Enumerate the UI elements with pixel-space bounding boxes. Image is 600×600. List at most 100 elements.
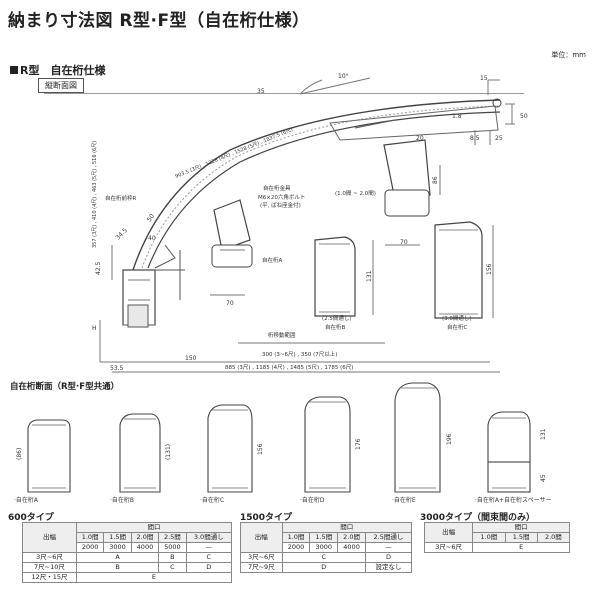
roof-frame-inner [147, 111, 501, 269]
table-mm: — [364, 542, 413, 553]
table-cell: D [185, 562, 233, 573]
total-values-label: 885 (3尺) , 1185 (4尺) , 1485 (5尺) , 1785 … [225, 364, 353, 371]
beam-c-profile [434, 221, 483, 319]
rear-beam-section [384, 189, 430, 217]
beam-spacer-dim-b: 45 [540, 474, 547, 482]
front-post [155, 250, 185, 300]
table-col: 1.5間 [504, 532, 538, 543]
dim-535-label: 53.5 [110, 365, 124, 372]
divider-line [44, 93, 524, 94]
dim-50-top-label: 50 [520, 113, 528, 120]
beam-b-label: 自在桁B [325, 323, 346, 331]
end-cap-icon [492, 98, 502, 108]
span-small-label: (1.0間 ~ 2.0間) [335, 190, 376, 197]
dim-70-lines [210, 244, 420, 296]
beam-sections: (86) (131) 156 176 196 131 45 ·自在桁A ·自在桁… [14, 382, 552, 504]
beam-c-inner [439, 229, 478, 315]
dim-35-line [487, 79, 500, 95]
beam-e-shape [394, 382, 441, 493]
dim-25-label: 25 [495, 135, 503, 142]
beam-b-name: ·自在桁B [110, 496, 134, 504]
beam-a-section [211, 244, 253, 268]
beam-d-dim: 176 [355, 438, 362, 450]
section-heading-text: R型 自在桁仕様 [20, 64, 106, 77]
beam-e-shape-inner [399, 387, 436, 489]
table-row-head: 出幅 [240, 522, 283, 553]
beam-b-span-label: (2.5間通し) [322, 314, 352, 322]
table-col: 2.0間 [337, 532, 366, 543]
beam-spacer-bottom [487, 461, 531, 493]
table-mm: 4000 [130, 542, 160, 553]
section-heading-r: R型 自在桁仕様 [10, 62, 105, 78]
beam-a-name: ·自在桁A [14, 496, 39, 504]
rear-bracket [383, 139, 431, 201]
table-mm: 5000 [158, 542, 187, 553]
dim-425-label: 42.5 [95, 261, 102, 275]
longitudinal-label: 縦断面図 [38, 78, 84, 93]
table-col-group: 間口 [472, 522, 570, 533]
dim-15-label: 15 [480, 75, 488, 82]
dim-70-b-label: 70 [400, 239, 408, 246]
beam-b-shape-inner [124, 418, 156, 489]
table-mm: 3000 [309, 542, 339, 553]
table-mm: 4000 [337, 542, 366, 553]
beam-c-shape [207, 404, 253, 493]
dim-h-label: H [92, 325, 97, 332]
beam-c-name: ·自在桁C [200, 496, 224, 504]
beam-b-profile [314, 236, 356, 317]
beam-d-shape [304, 396, 351, 493]
dim-h-line [99, 320, 122, 363]
beam-section-heading: 自在桁断面（R型·F型共通） [10, 382, 120, 392]
table-mm: 3000 [103, 542, 132, 553]
table-cell: C [281, 552, 366, 563]
table-col: 2.5間通し [364, 532, 413, 543]
beam-c-span-label: (3.0間通し) [442, 314, 472, 322]
page-title: 納まり寸法図 R型·F型（自在桁仕様） [8, 11, 310, 31]
table-col: 2.0間 [130, 532, 160, 543]
longitudinal-drawing: 10° 35 15 50 1.8 8.5 25 20 903.5 (3尺) , … [92, 73, 528, 373]
move-range-label: 桁移動範囲 [268, 331, 296, 339]
vert-heights-label: 357 (3尺) , 410 (4尺) , 463 (5尺) , 516 (6尺… [92, 141, 98, 248]
table-row-head: 出幅 [22, 522, 77, 553]
dim-156-label: 156 [486, 263, 493, 275]
beam-a-shape [27, 419, 71, 493]
washer-label: (平, ばね座金付) [260, 201, 301, 209]
table-3000-title: 3000タイプ（間束間のみ） [420, 513, 536, 523]
beam-e-name: ·自在桁E [392, 496, 416, 504]
bolt-label: M6×20六角ボルト [258, 193, 305, 201]
beam-spacer-top [487, 411, 531, 463]
beam-spacer-dim-a: 131 [540, 428, 547, 440]
table-600: 出幅 間口 1.0間 1.5間 2.0間 2.5間 3.0間通し 2000 30… [22, 522, 233, 583]
dim-18-label: 1.8 [452, 113, 462, 120]
table-row-label: 3尺~6尺 [423, 542, 474, 553]
dim-40-label: 40 [148, 235, 156, 242]
move-values-label: 300 (3~6尺) , 350 (7尺以上) [262, 350, 337, 358]
beam-c-label: 自在桁C [447, 323, 468, 331]
dim-345-label: 34.5 [114, 227, 129, 242]
gutter-bottom [127, 304, 149, 328]
beam-c-dim: 156 [257, 443, 264, 455]
curve-lengths-label: 903.5 (3尺) , 1228 (4尺) , 1528 (5尺) , 183… [175, 127, 294, 180]
dim-131-label: 131 [366, 270, 373, 282]
table-row-label: 3尺~6尺 [22, 552, 77, 563]
angle-line [299, 77, 371, 95]
table-cell: C [158, 562, 187, 573]
beam-b-dim: (131) [165, 444, 172, 460]
table-mm: — [185, 542, 233, 553]
angle-arc [299, 79, 323, 95]
table-col: 1.5間 [309, 532, 339, 543]
table-col-group: 間口 [75, 522, 233, 533]
table-mm: 2000 [75, 542, 105, 553]
dim-85-line [474, 130, 491, 145]
table-mm: 2000 [281, 542, 311, 553]
table-row-label: 7尺~10尺 [22, 562, 77, 573]
unit-label: 単位：mm [551, 51, 586, 59]
table-col: 2.5間 [158, 532, 187, 543]
table-600-title: 600タイプ [8, 513, 54, 523]
beam-c-shape-inner [212, 409, 248, 489]
table-row-label: 3尺~6尺 [240, 552, 283, 563]
table-row-label: 12尺・15尺 [22, 572, 77, 583]
roof-panel-line [141, 105, 499, 269]
dim-86-label: 86 [432, 176, 439, 184]
beam-a-dim: (86) [16, 448, 23, 460]
